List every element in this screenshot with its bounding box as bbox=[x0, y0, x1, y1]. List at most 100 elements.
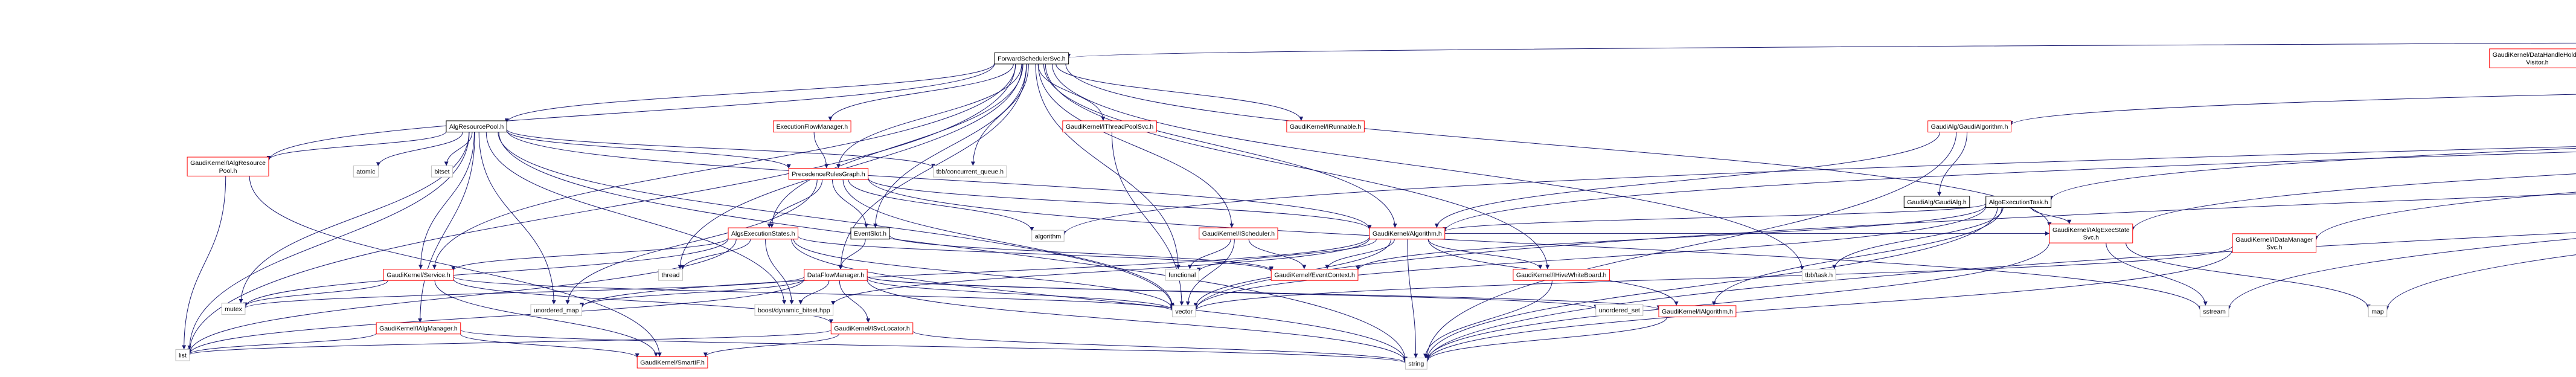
node-box-iarp bbox=[187, 156, 269, 176]
node-box-functional bbox=[1165, 269, 1199, 281]
edge-prg-to-sstream bbox=[868, 178, 2202, 310]
edge-arp-to-galgo bbox=[506, 130, 1372, 230]
node-label-iaes: Svc.h bbox=[2083, 234, 2100, 242]
node-eventslot[interactable]: EventSlot.h bbox=[850, 227, 890, 240]
edge-iaes-to-map bbox=[2126, 243, 2371, 309]
node-bdb: boost/dynamic_bitset.hpp bbox=[754, 304, 834, 317]
edge-aet-to-tbbtask bbox=[1832, 207, 2004, 269]
edge-prg-to-eventslot bbox=[831, 179, 868, 228]
node-umap: unordered_map bbox=[530, 304, 583, 317]
edge-fss-to-functional bbox=[1035, 63, 1181, 269]
edge-prg-to-ags bbox=[767, 179, 823, 228]
node-box-irunnable bbox=[1286, 120, 1365, 133]
edge-ags-to-list bbox=[187, 239, 737, 354]
node-iam[interactable]: GaudiKernel/IAlgManager.h bbox=[376, 322, 461, 335]
edge-isl-to-smartif bbox=[703, 334, 839, 357]
node-label-itps: GaudiKernel/IThreadPoolSvc.h bbox=[1066, 123, 1154, 130]
node-irunnable[interactable]: GaudiKernel/IRunnable.h bbox=[1286, 120, 1365, 133]
node-label-iaes: GaudiKernel/IAlgExecState bbox=[2052, 227, 2130, 234]
node-fss[interactable]: ForwardSchedulerSvc.h bbox=[994, 52, 1069, 65]
node-isl[interactable]: GaudiKernel/ISvcLocator.h bbox=[830, 322, 914, 335]
node-list: list bbox=[175, 349, 190, 361]
edge-arp-to-atomic bbox=[376, 132, 463, 167]
node-label-cq: tbb/concurrent_queue.h bbox=[937, 169, 1004, 176]
node-label-iarp: GaudiKernel/IAlgResource bbox=[190, 160, 266, 167]
node-ags[interactable]: AlgsExecutionStates.h bbox=[728, 227, 799, 240]
node-box-iam bbox=[376, 322, 461, 335]
edge-fss-to-iarp bbox=[266, 63, 995, 161]
edge-isl-to-string bbox=[912, 330, 1408, 364]
node-ihwb[interactable]: GaudiKernel/IHiveWhiteBoard.h bbox=[1513, 269, 1610, 281]
node-ialgorithm[interactable]: GaudiKernel/IAlgorithm.h bbox=[1658, 305, 1737, 318]
node-efm[interactable]: ExecutionFlowManager.h bbox=[773, 120, 851, 133]
node-ischeduler[interactable]: GaudiKernel/IScheduler.h bbox=[1199, 227, 1278, 240]
edge-eventslot-to-evctx bbox=[889, 234, 1274, 271]
node-evctx[interactable]: GaudiKernel/EventContext.h bbox=[1270, 269, 1359, 281]
node-label-thread: thread bbox=[662, 272, 680, 279]
node-label-vector: vector bbox=[1175, 308, 1193, 315]
node-sstream: sstream bbox=[2199, 305, 2229, 318]
node-label-isl: GaudiKernel/ISvcLocator.h bbox=[834, 325, 910, 332]
edge-dfm-to-list bbox=[187, 279, 805, 355]
edge-dfm-to-uset bbox=[867, 276, 1598, 309]
node-galgo[interactable]: GaudiKernel/Algorithm.h bbox=[1369, 227, 1446, 240]
edge-galgo-to-string bbox=[1407, 239, 1418, 358]
edge-arp-to-bdb bbox=[485, 132, 787, 304]
edge-iaes-to-string bbox=[1424, 241, 2050, 362]
edge-fss-to-iaes bbox=[1065, 63, 2052, 227]
edge-fss-to-arp bbox=[504, 62, 995, 123]
edge-ihwb-to-string bbox=[1423, 280, 1552, 358]
node-label-idms: Svc.h bbox=[2266, 244, 2283, 251]
node-arp[interactable]: AlgResourcePool.h bbox=[446, 120, 507, 133]
node-gaudialg[interactable]: GaudiAlg/GaudiAlgorithm.h bbox=[1927, 120, 2011, 133]
node-box-map bbox=[2368, 305, 2388, 318]
node-label-prg: PrecedenceRulesGraph.h bbox=[792, 171, 865, 178]
node-itps[interactable]: GaudiKernel/IThreadPoolSvc.h bbox=[1062, 120, 1157, 133]
edge-arp-to-prg bbox=[506, 130, 791, 169]
edge-fss-to-gservice bbox=[432, 63, 1016, 269]
node-label-map: map bbox=[2371, 308, 2384, 315]
node-string: string bbox=[1405, 357, 1427, 370]
edge-ags-to-thread bbox=[681, 239, 751, 270]
edge-galgo-to-bdb bbox=[831, 238, 1370, 306]
node-box-gaudialg bbox=[1927, 120, 2011, 133]
node-label-gaudialgalg: GaudiAlg/GaudiAlg.h bbox=[1907, 199, 1967, 206]
edge-fss-to-efm bbox=[828, 63, 1014, 121]
node-box-dfm bbox=[804, 269, 868, 281]
node-label-dfm: DataFlowManager.h bbox=[807, 272, 865, 279]
edge-fss-to-ischeduler bbox=[1037, 63, 1234, 228]
edge-gservice-to-smartif bbox=[434, 280, 658, 357]
node-prg[interactable]: PrecedenceRulesGraph.h bbox=[788, 167, 869, 180]
edge-ischeduler-to-functional bbox=[1187, 239, 1231, 269]
edge-isl-to-list bbox=[187, 329, 831, 355]
node-label-fss: ForwardSchedulerSvc.h bbox=[998, 55, 1066, 62]
node-label-iarp: Pool.h bbox=[219, 167, 237, 175]
edge-root-to-gaudialg bbox=[2009, 94, 2576, 126]
edge-prg-to-umap bbox=[565, 179, 818, 304]
node-gservice[interactable]: GaudiKernel/Service.h bbox=[383, 269, 454, 281]
node-box-umap bbox=[530, 304, 583, 317]
node-box-fss bbox=[994, 52, 1069, 65]
edge-dfm-to-bdb bbox=[798, 280, 830, 304]
edge-fss-to-ags bbox=[769, 63, 1024, 228]
node-vector: vector bbox=[1171, 305, 1196, 318]
node-box-evctx bbox=[1270, 269, 1359, 281]
node-box-aet bbox=[1985, 196, 2052, 208]
node-label-efm: ExecutionFlowManager.h bbox=[777, 123, 848, 130]
node-aet[interactable]: AlgoExecutionTask.h bbox=[1985, 196, 2052, 208]
node-uset: unordered_set bbox=[1595, 304, 1644, 317]
edge-gaudialg-to-galgo bbox=[1434, 132, 1940, 228]
edge-iam-to-string bbox=[460, 329, 1408, 364]
edge-ags-to-gservice bbox=[451, 237, 729, 271]
node-label-gservice: GaudiKernel/Service.h bbox=[386, 272, 450, 279]
edge-ags-to-string bbox=[791, 239, 1408, 362]
node-box-ischeduler bbox=[1199, 227, 1278, 240]
node-gaudialgalg[interactable]: GaudiAlg/GaudiAlg.h bbox=[1903, 196, 1970, 208]
node-smartif[interactable]: GaudiKernel/SmartIF.h bbox=[636, 356, 708, 369]
node-dfm[interactable]: DataFlowManager.h bbox=[804, 269, 868, 281]
node-label-atomic: atomic bbox=[356, 169, 375, 176]
